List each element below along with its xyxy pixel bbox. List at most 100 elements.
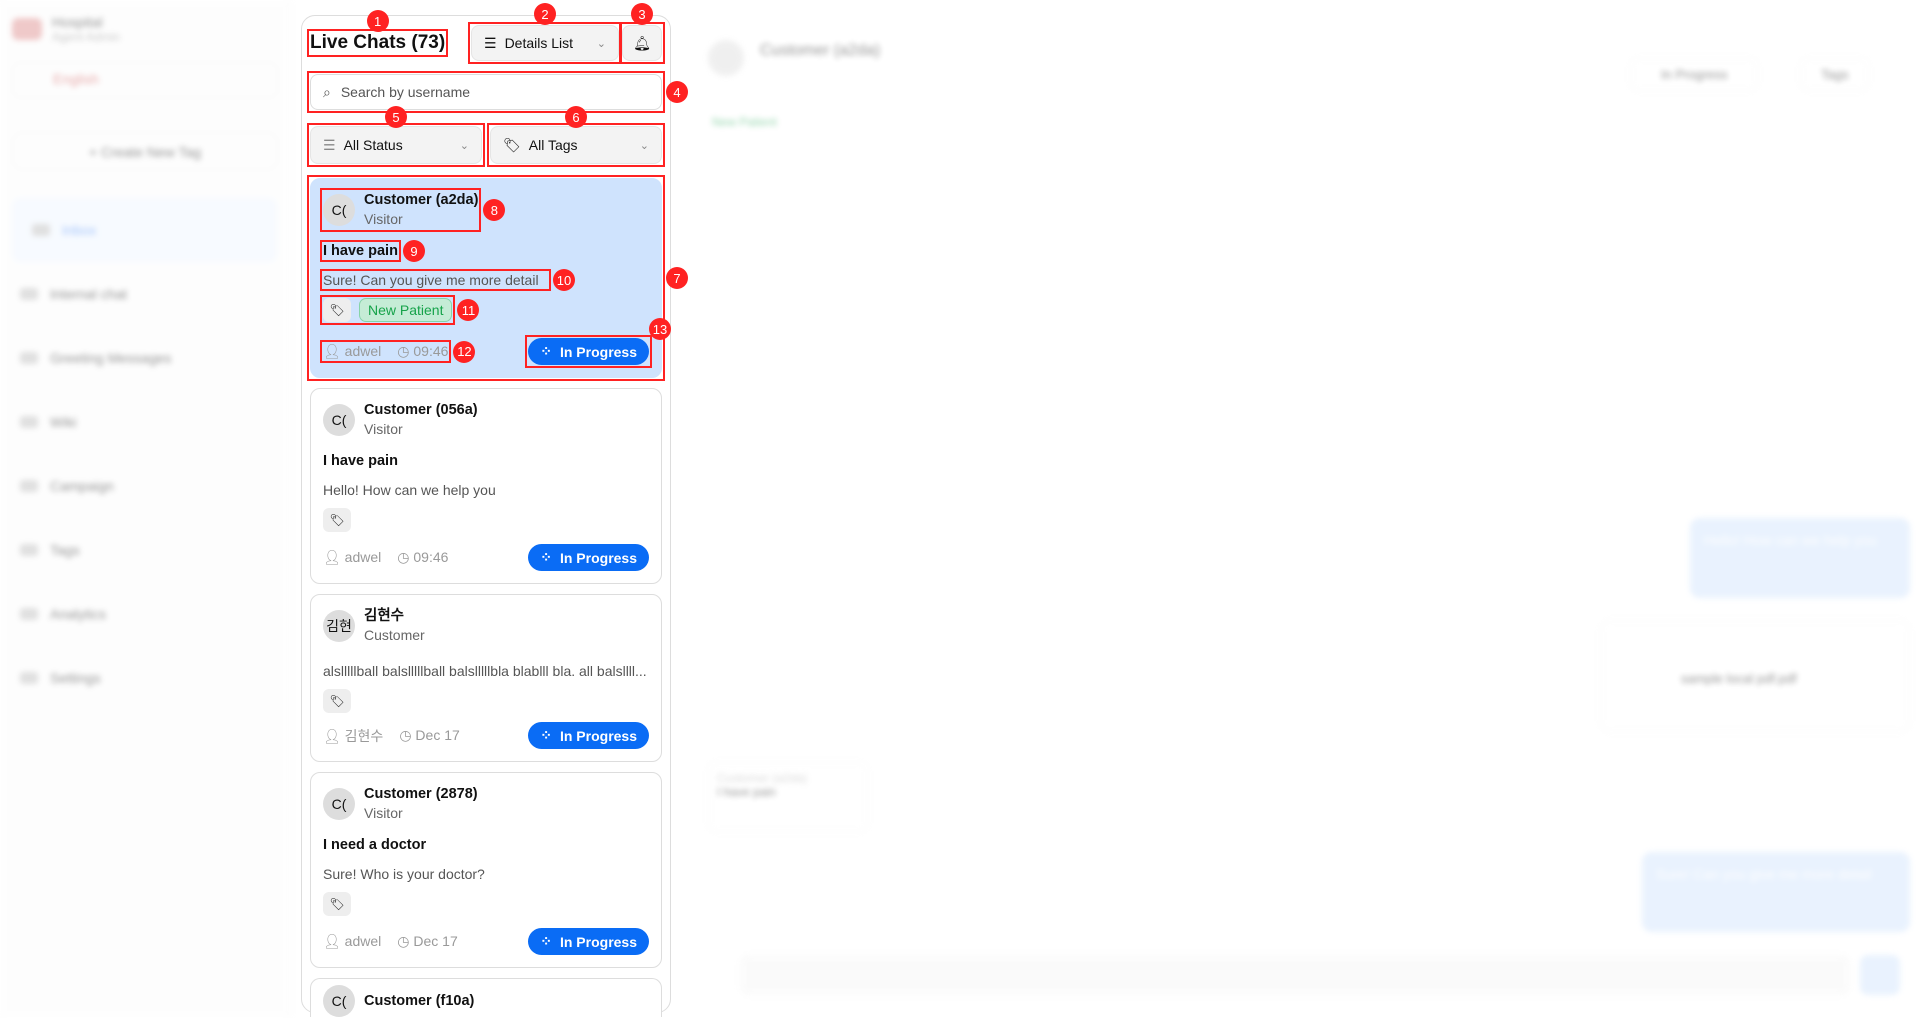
loader-icon: ⁘ (540, 343, 552, 359)
sidebar-item[interactable]: Campaign (0, 454, 289, 518)
brand-subtitle: Agent Admin (52, 30, 121, 44)
tags-filter-dropdown[interactable]: 🏷︎ All Tags ⌄ (490, 126, 662, 164)
sidebar-item[interactable]: Inbox (12, 198, 277, 262)
message-text: I have pain (717, 785, 776, 799)
file-name: sample local pdf.pdf (1681, 671, 1797, 686)
search-icon: ⌕ (323, 83, 331, 100)
time: ◷ 09:46 (397, 343, 449, 359)
status-badge[interactable]: ⁘ In Progress (528, 338, 649, 365)
customer-role: Customer (364, 627, 425, 643)
avatar: C( (323, 194, 355, 226)
live-chats-panel: Live Chats (73) ☰ Details List ⌄ 🔔︎ ⌕ Searc… (301, 15, 671, 1017)
loader-icon: ⁘ (540, 933, 552, 949)
status-badge[interactable]: ⁘In Progress (528, 928, 649, 955)
sidebar-item[interactable]: Greeting Messages (0, 326, 289, 390)
agent: 👤︎ adwel (323, 343, 382, 359)
sidebar-item[interactable]: Settings (0, 646, 289, 710)
file-attachment[interactable]: sample local pdf.pdf (1600, 620, 1910, 732)
page-title: Live Chats (73) (310, 32, 446, 53)
chat-view: Customer (a2da) New Patient In Progress … (690, 0, 1920, 1018)
time: ◷ 09:46 (397, 549, 449, 565)
customer-name: Customer (2878) (364, 786, 478, 802)
send-button[interactable] (1860, 955, 1900, 995)
tag-icon: 🏷︎ (329, 303, 345, 317)
status-badge[interactable]: ⁘In Progress (528, 722, 649, 749)
add-tag-button[interactable]: 🏷︎ (323, 298, 351, 322)
tag-icon: 🏷︎ (329, 897, 345, 911)
status-label: In Progress (559, 343, 637, 360)
sidebar-item[interactable]: Tags (0, 518, 289, 582)
last-message-preview: Hello! How can we help you (323, 482, 496, 498)
loader-icon: ⁘ (540, 727, 552, 743)
sidebar-item-label: Greeting Messages (50, 350, 172, 366)
tag-icon: 🏷︎ (503, 136, 521, 153)
sidebar-item[interactable]: Wiki (0, 390, 289, 454)
customer-name: 김현수 (364, 608, 405, 624)
chat-tags-button[interactable]: Tags (1800, 58, 1870, 91)
agent-name: adwel (344, 933, 382, 949)
sidebar-item-label: Inbox (62, 222, 97, 238)
chat-status-dropdown[interactable]: In Progress (1630, 58, 1759, 91)
sidebar-item-label: Tags (50, 542, 80, 558)
last-message-time: 09:46 (413, 549, 449, 565)
agent-name: adwel (344, 343, 382, 359)
nav-icon (20, 288, 38, 300)
agent-name: adwel (344, 549, 382, 565)
chat-card[interactable]: C(Customer (f10a) (310, 978, 662, 1017)
customer-role: Visitor (364, 211, 403, 227)
chat-subject: I have pain (323, 453, 398, 469)
nav-icon (20, 480, 38, 492)
customer-name: Customer (f10a) (364, 992, 475, 1009)
chat-tag: New Patient (712, 115, 777, 129)
avatar: C( (323, 404, 355, 436)
bell-icon: 🔔︎ (633, 34, 651, 51)
add-tag-button[interactable]: 🏷︎ (323, 689, 351, 713)
language-select[interactable]: English (12, 62, 278, 98)
customer-name: Customer (056a) (364, 402, 478, 418)
status-filter-dropdown[interactable]: ☰ All Status ⌄ (310, 126, 482, 164)
status-label: In Progress (559, 549, 637, 566)
tag-badge: New Patient (359, 298, 453, 322)
agent: 👤︎ 김현수 (323, 727, 384, 744)
time: ◷ Dec 17 (397, 933, 458, 949)
message-incoming: Customer (a2da)I have pain (708, 762, 868, 832)
tag-icon: 🏷︎ (329, 694, 345, 708)
search-placeholder: Search by username (340, 84, 471, 100)
avatar (708, 40, 744, 76)
nav-icon (20, 672, 38, 684)
message-text: Hello! How can we help you (1704, 532, 1877, 548)
tags-filter-label: All Tags (528, 137, 578, 153)
add-tag-button[interactable]: 🏷︎ (323, 892, 351, 916)
agent: 👤︎ adwel (323, 933, 382, 949)
tag-icon: 🏷︎ (329, 513, 345, 527)
last-message-time: Dec 17 (415, 727, 460, 743)
customer-role: Visitor (364, 421, 403, 437)
view-mode-dropdown[interactable]: ☰Details List⌄ (471, 25, 619, 61)
list-icon: ☰ (323, 136, 336, 153)
nav-icon (20, 352, 38, 364)
search-input[interactable]: ⌕ Search by username (310, 74, 662, 110)
list-icon: ☰ (484, 34, 497, 51)
avatar: 김현 (323, 610, 355, 642)
sidebar-item[interactable]: Analytics (0, 582, 289, 646)
logo (12, 18, 42, 40)
view-mode-label: Details List (504, 35, 574, 51)
status-badge[interactable]: ⁘In Progress (528, 544, 649, 571)
sidebar-item-label: Analytics (50, 606, 107, 622)
sidebar-item[interactable]: Internal chat (0, 262, 289, 326)
chevron-down-icon: ⌄ (459, 139, 469, 152)
status-filter-label: All Status (343, 137, 403, 153)
nav-icon (20, 608, 38, 620)
create-tag-button[interactable]: + Create New Tag (12, 132, 278, 170)
add-tag-button[interactable]: 🏷︎ (323, 508, 351, 532)
time: ◷ Dec 17 (399, 727, 460, 743)
notifications-button[interactable]: 🔔︎ (622, 25, 662, 61)
message-input[interactable] (740, 955, 1850, 995)
chat-subject: I need a doctor (323, 837, 427, 853)
chevron-down-icon: ⌄ (639, 139, 649, 152)
